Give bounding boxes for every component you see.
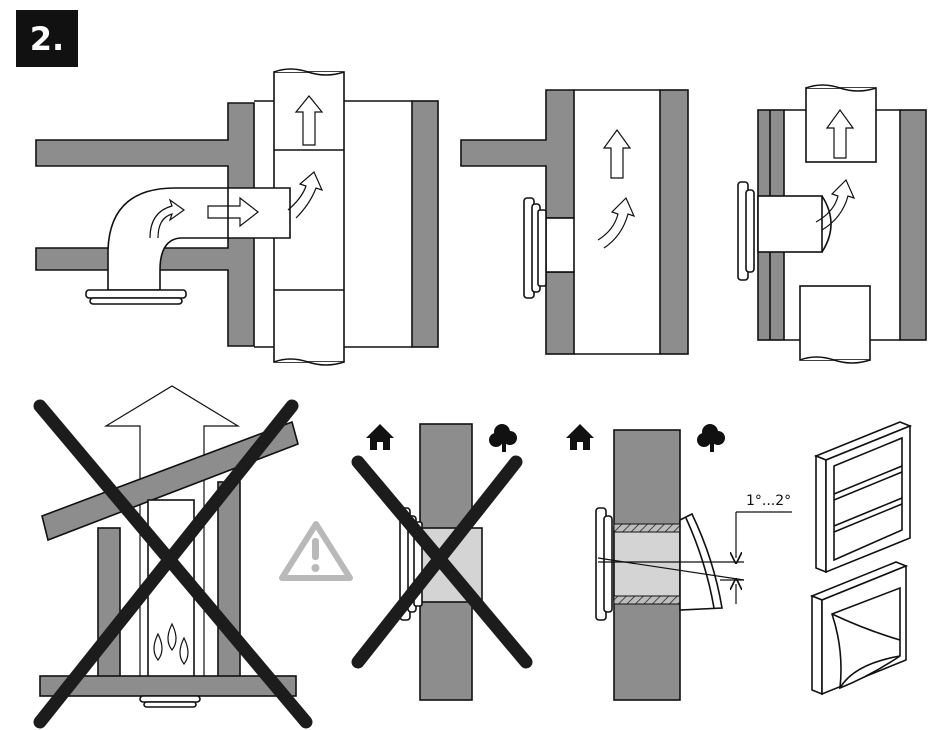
house-icon (366, 424, 394, 450)
wall-section (659, 89, 689, 355)
elbow-duct (107, 187, 291, 291)
house-icon (566, 424, 594, 450)
tree-icon (489, 424, 517, 452)
panel-wall-level-prohibited (351, 423, 533, 701)
roof-beam (41, 420, 299, 542)
arrow-icon (602, 128, 632, 179)
panel-wall-sloped-correct: 1°...2° (566, 424, 792, 701)
step-number-badge: 2. (16, 10, 78, 67)
arrow-icon (207, 196, 259, 228)
arrow-icon (287, 171, 324, 219)
water-drop-icon (179, 636, 189, 665)
wall-section (35, 102, 255, 347)
tree-icon (697, 424, 725, 452)
wall-section (411, 100, 439, 348)
wall-section (460, 89, 575, 219)
water-drop-icon (153, 632, 163, 661)
arrow-icon (149, 198, 186, 239)
water-drop-icon (167, 622, 177, 651)
arrow-icon (103, 385, 241, 690)
warning-triangle-icon (279, 521, 353, 581)
vertical-duct (805, 87, 877, 163)
angle-label: 1°...2° (746, 493, 791, 509)
vertical-duct (799, 285, 871, 361)
panel-roof-prohibited (33, 385, 313, 729)
cross-mark-icon (351, 455, 533, 669)
weather-hood (809, 561, 909, 696)
arrow-icon (294, 95, 324, 146)
arrow-icon (815, 178, 856, 231)
cross-mark-icon (33, 399, 313, 729)
wall-section (899, 109, 927, 341)
arrow-icon (825, 108, 855, 159)
arrow-icon (597, 196, 636, 249)
panel-elbow-connection (35, 68, 439, 366)
panel-direct-wall (460, 89, 689, 355)
wall-section (545, 271, 575, 355)
louvred-shutter (813, 421, 913, 574)
panel-short-duct (737, 84, 927, 364)
